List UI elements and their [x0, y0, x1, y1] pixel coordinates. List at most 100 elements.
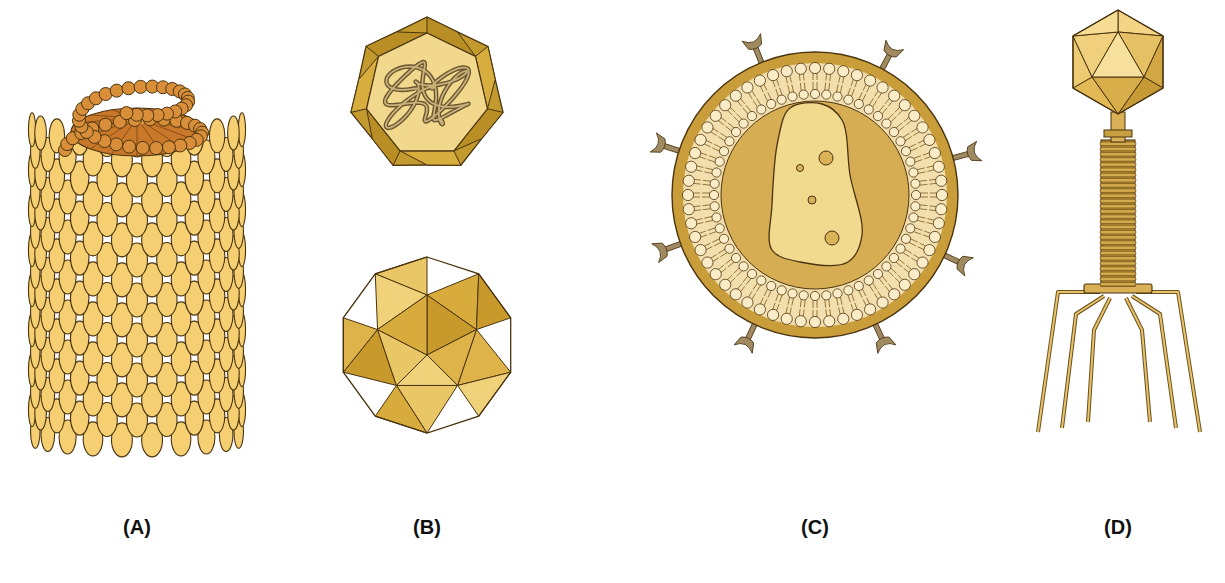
lipid-head	[695, 245, 706, 256]
sheath-ring	[1100, 194, 1136, 198]
rna-bead	[162, 141, 175, 154]
lipid-head	[767, 99, 776, 108]
lipid-head	[833, 289, 842, 298]
lipid-head	[712, 213, 721, 222]
lipid-head	[917, 257, 928, 268]
sheath-ring	[1100, 184, 1136, 188]
lipid-head	[824, 63, 835, 74]
sheath-ring	[1100, 204, 1136, 208]
sheath-ring	[1100, 282, 1136, 286]
tail-fiber-outline	[1088, 298, 1110, 422]
sheath-ring	[1100, 142, 1136, 146]
capsid-facet	[400, 151, 461, 165]
sheath-ring	[1100, 220, 1136, 224]
lipid-head	[906, 224, 915, 233]
lipid-head	[710, 179, 719, 188]
lipid-head	[710, 202, 719, 211]
lipid-head	[901, 234, 910, 243]
lipid-head	[929, 231, 940, 242]
lipid-head	[742, 82, 753, 93]
lipid-head	[865, 304, 876, 315]
lipid-head	[725, 244, 734, 253]
lipid-head	[757, 105, 766, 114]
panel-letter: (D)	[1104, 515, 1132, 539]
lipid-head	[899, 100, 910, 111]
lipid-head	[909, 269, 920, 280]
spike-head	[652, 240, 670, 263]
lipid-head	[851, 309, 862, 320]
lipid-head	[715, 157, 724, 166]
rna-bead	[99, 118, 112, 131]
lipid-head	[838, 66, 849, 77]
sheath-ring	[1100, 277, 1136, 281]
tail-fiber	[1136, 292, 1200, 432]
sheath-ring	[1100, 163, 1136, 167]
tail-fiber	[1062, 296, 1104, 428]
lipid-head	[683, 175, 694, 186]
spike-head	[965, 141, 982, 163]
lipid-head	[720, 279, 731, 290]
lipid-head	[901, 147, 910, 156]
lipid-head	[936, 204, 947, 215]
lipid-head	[690, 231, 701, 242]
lipid-head	[889, 289, 900, 300]
lipid-head	[844, 286, 853, 295]
lipid-head	[896, 137, 905, 146]
tail-fiber	[1132, 296, 1176, 428]
capsomere	[209, 119, 224, 153]
sheath-ring	[1100, 147, 1136, 151]
lipid-head	[851, 70, 862, 81]
genome-strand-core	[385, 62, 469, 128]
lipid-head	[833, 92, 842, 101]
sheath-ring	[1100, 246, 1136, 250]
lipid-head	[788, 289, 797, 298]
nucleocapsid-granule	[797, 165, 804, 172]
lipid-head	[822, 90, 831, 99]
sheath-ring	[1100, 256, 1136, 260]
nucleocapsid-granule	[819, 151, 833, 165]
lipid-head	[777, 286, 786, 295]
lipid-head	[725, 137, 734, 146]
lipid-head	[877, 82, 888, 93]
lipid-head	[882, 119, 891, 128]
lipid-head	[730, 90, 741, 101]
tail-fiber-outline	[1136, 292, 1200, 432]
capsomere	[228, 116, 240, 150]
lipid-head	[917, 122, 928, 133]
lipid-head	[788, 92, 797, 101]
lipid-head	[873, 269, 882, 278]
lipid-head	[933, 161, 944, 172]
lipid-head	[712, 168, 721, 177]
lipid-head	[877, 297, 888, 308]
bacteriophage	[1038, 10, 1200, 432]
bilayer-band	[683, 63, 947, 327]
lipid-head	[719, 234, 728, 243]
lipid-head	[909, 213, 918, 222]
sheath-ring	[1100, 158, 1136, 162]
lipid-head	[899, 279, 910, 290]
icosahedral-capsids	[343, 17, 510, 433]
lipid-head	[767, 281, 776, 290]
sheath-ring	[1100, 215, 1136, 219]
sheath-ring	[1100, 251, 1136, 255]
rna-bead	[110, 138, 123, 151]
lipid-head	[882, 262, 891, 271]
lipid-head	[906, 157, 915, 166]
capsid-face	[367, 33, 488, 151]
lipid-head	[777, 95, 786, 104]
lipid-head	[864, 276, 873, 285]
lipid-head	[896, 244, 905, 253]
lipid-head	[757, 276, 766, 285]
genome-strand	[385, 62, 469, 128]
rna-bead	[174, 139, 187, 152]
lipid-head	[924, 134, 935, 145]
tail-fiber-outline	[1132, 296, 1176, 428]
lipid-head	[767, 309, 778, 320]
rna-bead	[123, 140, 136, 153]
sheath-ring	[1100, 272, 1136, 276]
capsid-outline	[343, 257, 510, 433]
lipid-head	[936, 175, 947, 186]
lipid-head	[686, 218, 697, 229]
panel-letter: (A)	[123, 515, 151, 539]
